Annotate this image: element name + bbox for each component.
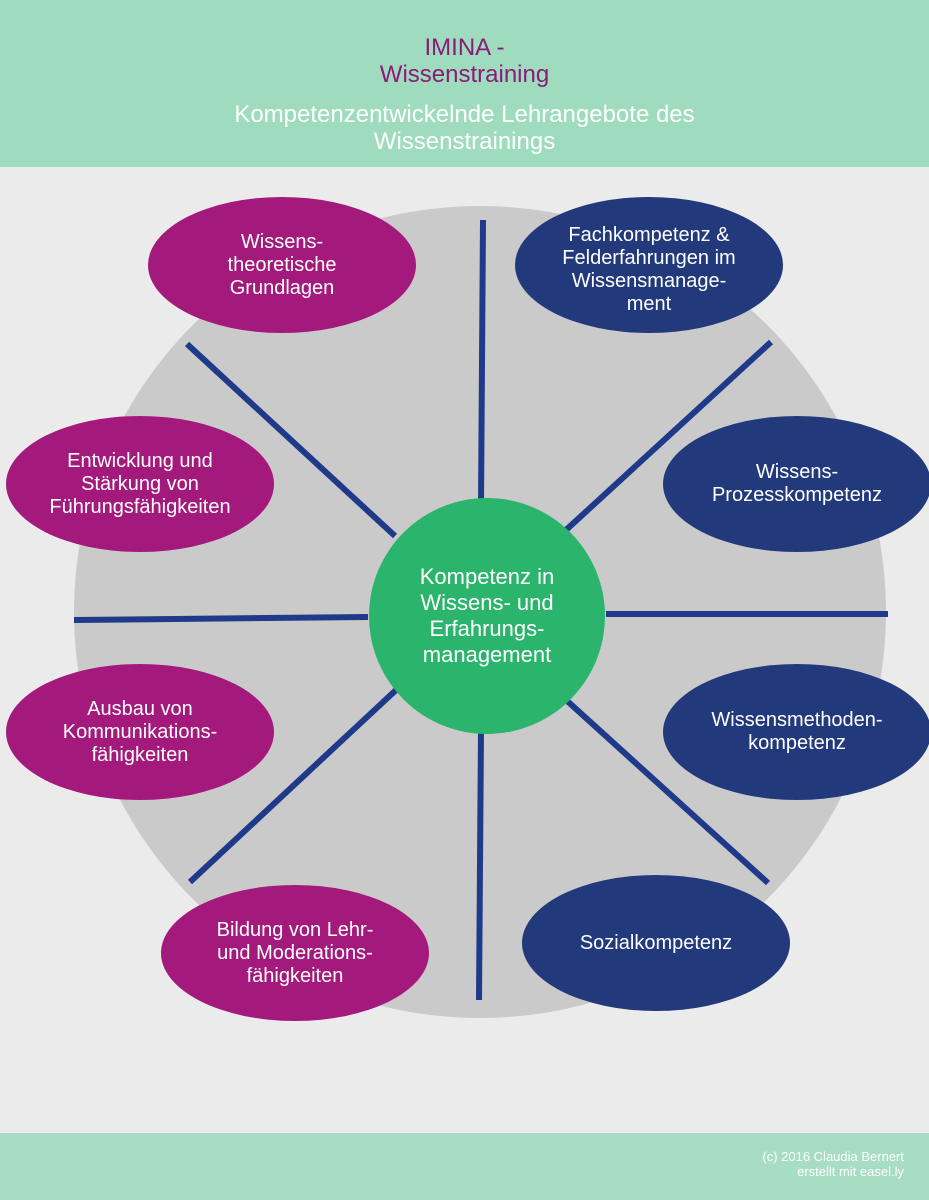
node-label-line: Wissensmethoden- <box>711 709 883 731</box>
node-label-line: Sozialkompetenz <box>579 931 733 954</box>
node-ellipse <box>522 875 790 1011</box>
spoke-left <box>73 614 369 623</box>
node-label-line: kompetenz <box>748 732 846 754</box>
spoke-bottom <box>476 729 484 1001</box>
credit-line: erstellt mit easel.ly <box>797 1164 904 1179</box>
node-ellipse <box>663 664 929 800</box>
node-label-line: Felderfahrungen im <box>562 247 736 269</box>
page-subtitle: Kompetenzentwickelnde Lehrangebote des W… <box>0 101 929 155</box>
title-line: Wissenstraining <box>379 61 550 88</box>
node-label-line: Fachkompetenz & <box>568 224 730 246</box>
node-label-line: und Moderations- <box>217 941 373 964</box>
center-label-line: management <box>422 642 552 667</box>
node-label-moderationsfaehigkeiten: Bildung von Lehr- und Moderations- fähig… <box>165 893 425 1013</box>
center-label: Kompetenz in Wissens- und Erfahrungs- ma… <box>377 526 597 706</box>
node-ellipse <box>161 885 429 1021</box>
node-label-sozialkompetenz: Sozialkompetenz <box>526 883 786 1003</box>
footer-banner: (c) 2016 Claudia Bernert erstellt mit ea… <box>0 1133 929 1200</box>
center-circle <box>369 498 605 734</box>
node-label-line: fähigkeiten <box>91 743 189 766</box>
node-label-line: theoretische <box>227 253 337 276</box>
node-label-line: Führungsfähigkeiten <box>49 495 231 518</box>
spoke-bottom-right <box>562 696 771 886</box>
node-label-prozesskompetenz: Wissens- Prozesskompetenz <box>667 424 927 544</box>
node-label-line: Ausbau von <box>87 697 193 720</box>
spoke-bottom-left <box>187 687 399 885</box>
node-label-fachkompetenz: Fachkompetenz & Felderfahrungen im Wisse… <box>519 210 779 330</box>
node-ellipse <box>515 197 783 333</box>
title-line: IMINA - <box>424 34 505 61</box>
header-banner: IMINA - Wissenstraining Kompetenzentwick… <box>0 0 929 167</box>
subtitle-line: Wissenstrainings <box>373 128 556 155</box>
footer-credit: (c) 2016 Claudia Bernert erstellt mit ea… <box>762 1149 904 1179</box>
wheel-spokes <box>73 219 888 1001</box>
node-label-line: Stärkung von <box>81 472 199 495</box>
node-label-line: Wissens- <box>755 461 839 483</box>
node-label-line: Grundlagen <box>229 276 335 299</box>
node-label-methodenkompetenz: Wissensmethoden- kompetenz <box>667 672 927 792</box>
spoke-top-left <box>184 341 398 539</box>
subtitle-line: Kompetenzentwickelnde Lehrangebote des <box>234 101 695 128</box>
node-ellipse <box>6 416 274 552</box>
node-label-kommunikationsfaehigkeiten: Ausbau von Kommunikations- fähigkeiten <box>10 672 270 792</box>
node-label-line: fähigkeiten <box>246 964 344 987</box>
node-label-line: Entwicklung und <box>67 449 213 472</box>
node-ellipse <box>148 197 416 333</box>
node-label-line: Wissens- <box>240 230 324 253</box>
node-label-line: ment <box>626 293 672 315</box>
node-ellipse <box>6 664 274 800</box>
credit-line: (c) 2016 Claudia Bernert <box>762 1149 904 1164</box>
node-label-fuehrungsfaehigkeiten: Entwicklung und Stärkung von Führungsfäh… <box>10 424 270 544</box>
node-label-line: Prozesskompetenz <box>711 484 883 506</box>
center-label-line: Wissens- und <box>420 590 554 615</box>
page-title: IMINA - Wissenstraining <box>0 34 929 88</box>
spoke-top-right <box>563 339 774 533</box>
center-label-line: Erfahrungs- <box>429 616 545 641</box>
spoke-top <box>478 219 486 506</box>
node-label-line: Bildung von Lehr- <box>216 918 374 941</box>
node-label-line: Wissensmanage- <box>571 270 727 292</box>
node-label-wissenstheoretische-grundlagen: Wissens- theoretische Grundlagen <box>152 205 412 325</box>
node-label-line: Kommunikations- <box>62 720 218 743</box>
node-ellipse <box>663 416 929 552</box>
center-label-line: Kompetenz in <box>419 564 555 589</box>
